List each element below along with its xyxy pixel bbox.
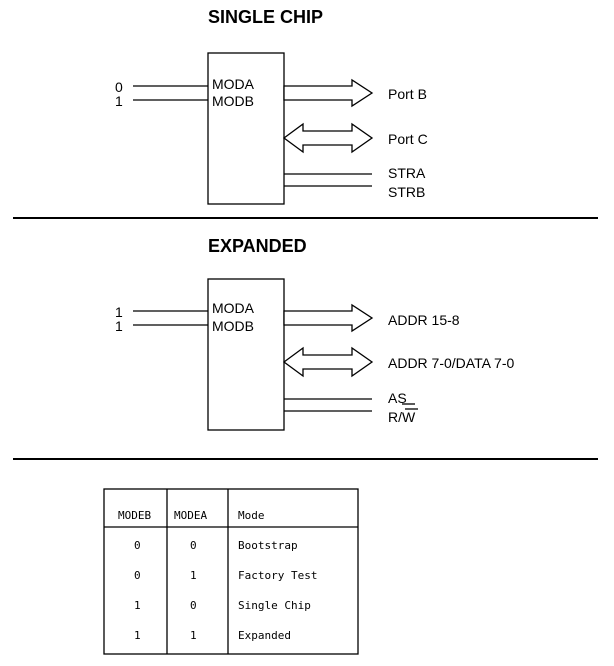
mode-table-cell: Factory Test xyxy=(238,569,317,582)
mode-table-cell: 0 xyxy=(190,539,197,552)
expanded-modb-value: 1 xyxy=(115,318,123,334)
mode-table: MODEB MODEA Mode 0 0 Bootstrap 0 1 Facto… xyxy=(103,488,359,655)
single-chip-port-b-arrow xyxy=(283,78,374,108)
expanded-addr-data-label: ADDR 7-0/DATA 7-0 xyxy=(388,355,515,371)
single-chip-title: SINGLE CHIP xyxy=(208,7,323,27)
single-chip-mcu-box xyxy=(207,52,285,205)
single-chip-port-b-label: Port B xyxy=(388,86,427,102)
single-chip-moda-value: 0 xyxy=(115,79,123,95)
expanded-moda-value: 1 xyxy=(115,304,123,320)
mode-table-cell: 0 xyxy=(190,599,197,612)
expanded-addr-data-bidir-arrow xyxy=(282,346,374,378)
mode-table-cell: Single Chip xyxy=(238,599,311,612)
mode-table-cell: 1 xyxy=(190,569,197,582)
mode-table-cell: Expanded xyxy=(238,629,291,642)
mode-table-cell: 0 xyxy=(134,569,141,582)
expanded-moda-pin: MODA xyxy=(212,300,255,316)
expanded-modb-pin: MODB xyxy=(212,318,254,334)
single-chip-port-c-label: Port C xyxy=(388,131,428,147)
single-chip-stra-label: STRA xyxy=(388,165,426,181)
mode-table-cell: 1 xyxy=(134,599,141,612)
expanded-section: EXPANDED 1 1 MODA MODB ADDR 15-8 ADDR 7-… xyxy=(115,236,515,431)
single-chip-modb-pin: MODB xyxy=(212,93,254,109)
expanded-addr-high-label: ADDR 15-8 xyxy=(388,312,460,328)
mode-table-cell: Bootstrap xyxy=(238,539,298,552)
expanded-rw-label: R/W xyxy=(388,409,416,425)
mode-table-border xyxy=(103,488,359,655)
expanded-as-label: AS xyxy=(388,390,407,406)
expanded-rw-overbar: W xyxy=(402,409,416,425)
mode-table-cell: 1 xyxy=(190,629,197,642)
expanded-mcu-box xyxy=(207,278,285,431)
mode-table-cell: 0 xyxy=(134,539,141,552)
mode-table-header-modeb: MODEB xyxy=(118,509,151,522)
expanded-addr-high-arrow xyxy=(283,303,374,333)
expanded-rw-prefix: R/ xyxy=(388,409,402,425)
single-chip-moda-pin: MODA xyxy=(212,76,255,92)
mode-table-header-mode: Mode xyxy=(238,509,265,522)
mode-table-cell: 1 xyxy=(134,629,141,642)
single-chip-section: SINGLE CHIP 0 1 MODA MODB Port B Port C … xyxy=(115,7,428,205)
single-chip-strb-label: STRB xyxy=(388,184,425,200)
single-chip-port-c-bidir-arrow xyxy=(282,122,374,154)
mode-table-header-modea: MODEA xyxy=(174,509,207,522)
expanded-title: EXPANDED xyxy=(208,236,307,256)
single-chip-modb-value: 1 xyxy=(115,93,123,109)
